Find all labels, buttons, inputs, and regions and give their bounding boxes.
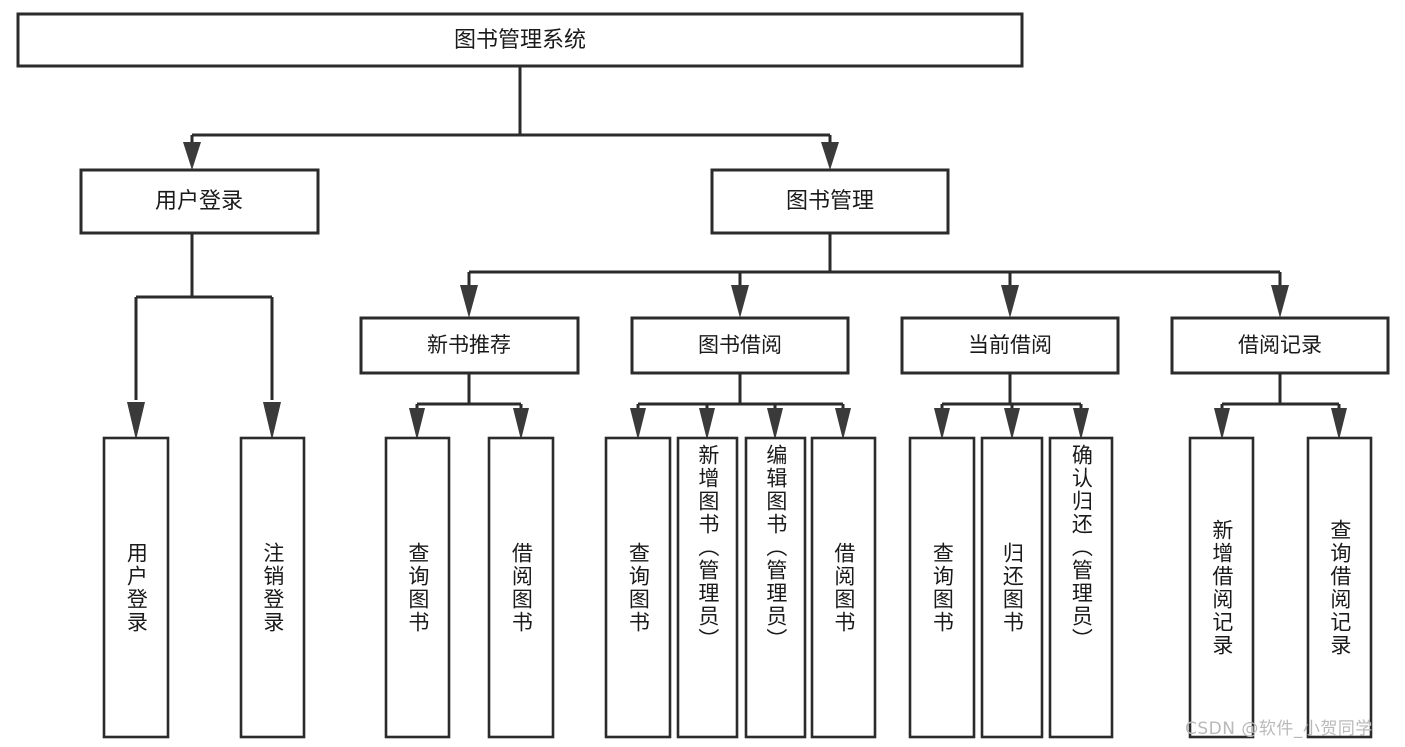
node-current-borrow[interactable]: 当前借阅 [900, 316, 1120, 375]
arrowhead-leaf-return-book [1004, 408, 1020, 440]
node-new-book-recommend-box[interactable] [359, 316, 580, 375]
leaf-add-record-box[interactable] [1188, 436, 1255, 739]
leaf-confirm-return-box[interactable] [1048, 436, 1114, 739]
arrowhead-leaf-confirm-return [1073, 408, 1089, 440]
node-new-book-recommend[interactable]: 新书推荐 [359, 316, 580, 375]
leaf-borrow-book-2-box[interactable] [810, 436, 877, 739]
node-user-login[interactable]: 用户登录 [79, 168, 320, 235]
arrowhead-leaf-user-login [127, 402, 145, 440]
node-root-box[interactable] [16, 12, 1024, 68]
node-borrow-record-label: 借阅记录 [1238, 333, 1322, 357]
node-book-borrow-label: 图书借阅 [698, 333, 782, 357]
arrowhead-leaf-edit-book [767, 408, 783, 440]
arrowhead-new-book-recommend [460, 285, 478, 318]
node-book-manage[interactable]: 图书管理 [710, 168, 950, 235]
arrowhead-book-borrow [731, 285, 749, 318]
arrowhead-leaf-add-record [1214, 408, 1230, 440]
node-borrow-record-box[interactable] [1170, 316, 1390, 375]
node-root-label: 图书管理系统 [454, 28, 586, 53]
leaf-borrow-book-1-box[interactable] [487, 436, 555, 739]
leaf-add-book-box[interactable] [676, 436, 739, 739]
arrowhead-leaf-query-book-2 [630, 408, 646, 440]
node-root[interactable]: 图书管理系统 [16, 12, 1024, 68]
leaf-boxes-layer [102, 436, 1373, 739]
node-book-borrow-box[interactable] [630, 316, 850, 375]
leaf-query-book-3-box[interactable] [908, 436, 976, 739]
arrowhead-leaf-user-logout [263, 402, 281, 440]
leaf-edit-book-box[interactable] [744, 436, 807, 739]
csdn-watermark: CSDN @软件_小贺同学 [1185, 719, 1373, 739]
leaf-query-book-1-box[interactable] [384, 436, 451, 739]
arrowhead-user-login [183, 142, 201, 170]
leaf-user-logout-box[interactable] [239, 436, 306, 739]
arrowhead-leaf-query-book-3 [934, 408, 950, 440]
node-borrow-record[interactable]: 借阅记录 [1170, 316, 1390, 375]
node-current-borrow-box[interactable] [900, 316, 1120, 375]
leaf-query-book-2-box[interactable] [604, 436, 672, 739]
connectors-layer [127, 66, 1347, 440]
node-new-book-recommend-label: 新书推荐 [427, 333, 511, 357]
arrowhead-leaf-add-book [699, 408, 715, 440]
arrowhead-borrow-record [1271, 285, 1289, 318]
arrowhead-leaf-borrow-book-1 [513, 408, 529, 440]
arrowhead-leaf-borrow-book-2 [835, 408, 851, 440]
arrowhead-leaf-query-record [1331, 408, 1347, 440]
arrowhead-leaf-query-book-1 [409, 408, 425, 440]
leaf-query-record-box[interactable] [1306, 436, 1373, 739]
arrowhead-current-borrow [1001, 285, 1019, 318]
node-book-borrow[interactable]: 图书借阅 [630, 316, 850, 375]
leaf-return-book-box[interactable] [980, 436, 1044, 739]
node-current-borrow-label: 当前借阅 [968, 333, 1052, 357]
leaf-user-login-box[interactable] [102, 436, 170, 739]
node-book-manage-label: 图书管理 [786, 189, 874, 214]
node-user-login-label: 用户登录 [155, 189, 243, 214]
node-user-login-box[interactable] [79, 168, 320, 235]
arrowhead-book-manage [821, 142, 839, 170]
node-book-manage-box[interactable] [710, 168, 950, 235]
